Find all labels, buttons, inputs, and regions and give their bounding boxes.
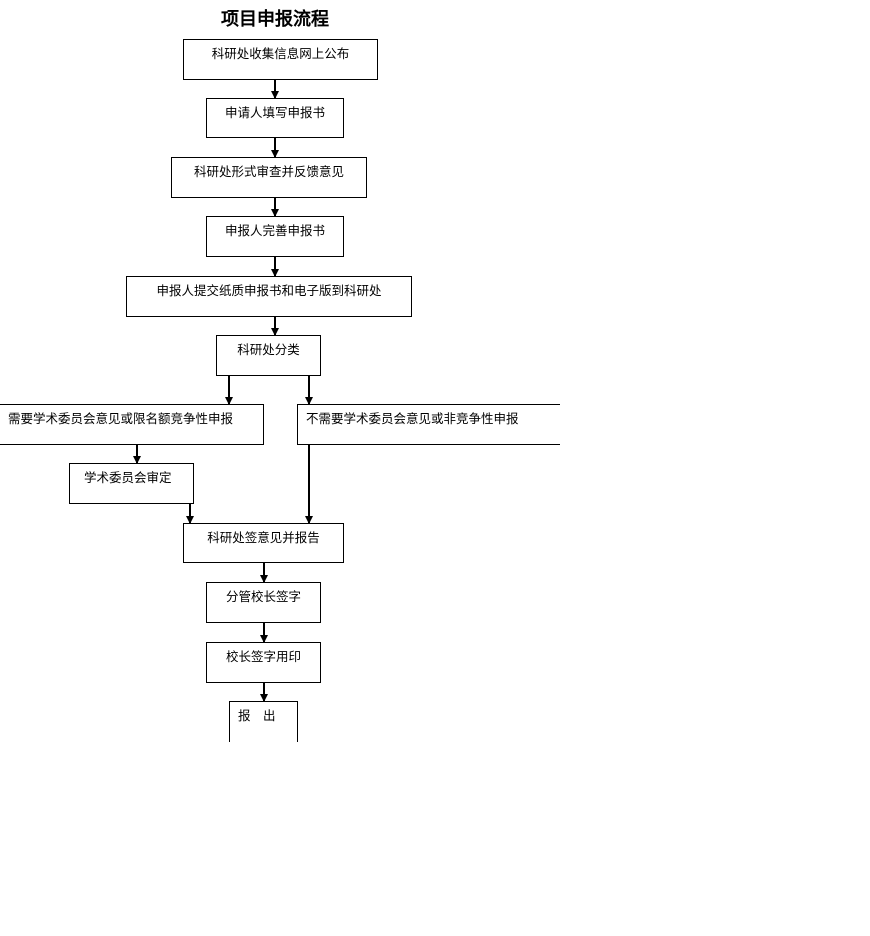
step-president-seal: 校长签字用印: [206, 642, 321, 683]
branch-needs-committee: 需要学术委员会意见或限名额竞争性申报: [0, 404, 264, 445]
step-classify: 科研处分类: [216, 335, 321, 376]
step-refine-form: 申报人完善申报书: [206, 216, 344, 257]
step-report-out: 报 出: [229, 701, 298, 742]
step-sign-report: 科研处签意见并报告: [183, 523, 344, 563]
branch-no-committee: 不需要学术委员会意见或非竞争性申报: [297, 404, 560, 445]
step-committee-review: 学术委员会审定: [69, 463, 194, 504]
step-publish: 科研处收集信息网上公布: [183, 39, 378, 80]
step-submit: 申报人提交纸质申报书和电子版到科研处: [126, 276, 412, 317]
step-fill-form: 申请人填写申报书: [206, 98, 344, 138]
page-title: 项目申报流程: [221, 9, 329, 30]
step-formal-review: 科研处形式审查并反馈意见: [171, 157, 367, 198]
step-vice-president-sign: 分管校长签字: [206, 582, 321, 623]
